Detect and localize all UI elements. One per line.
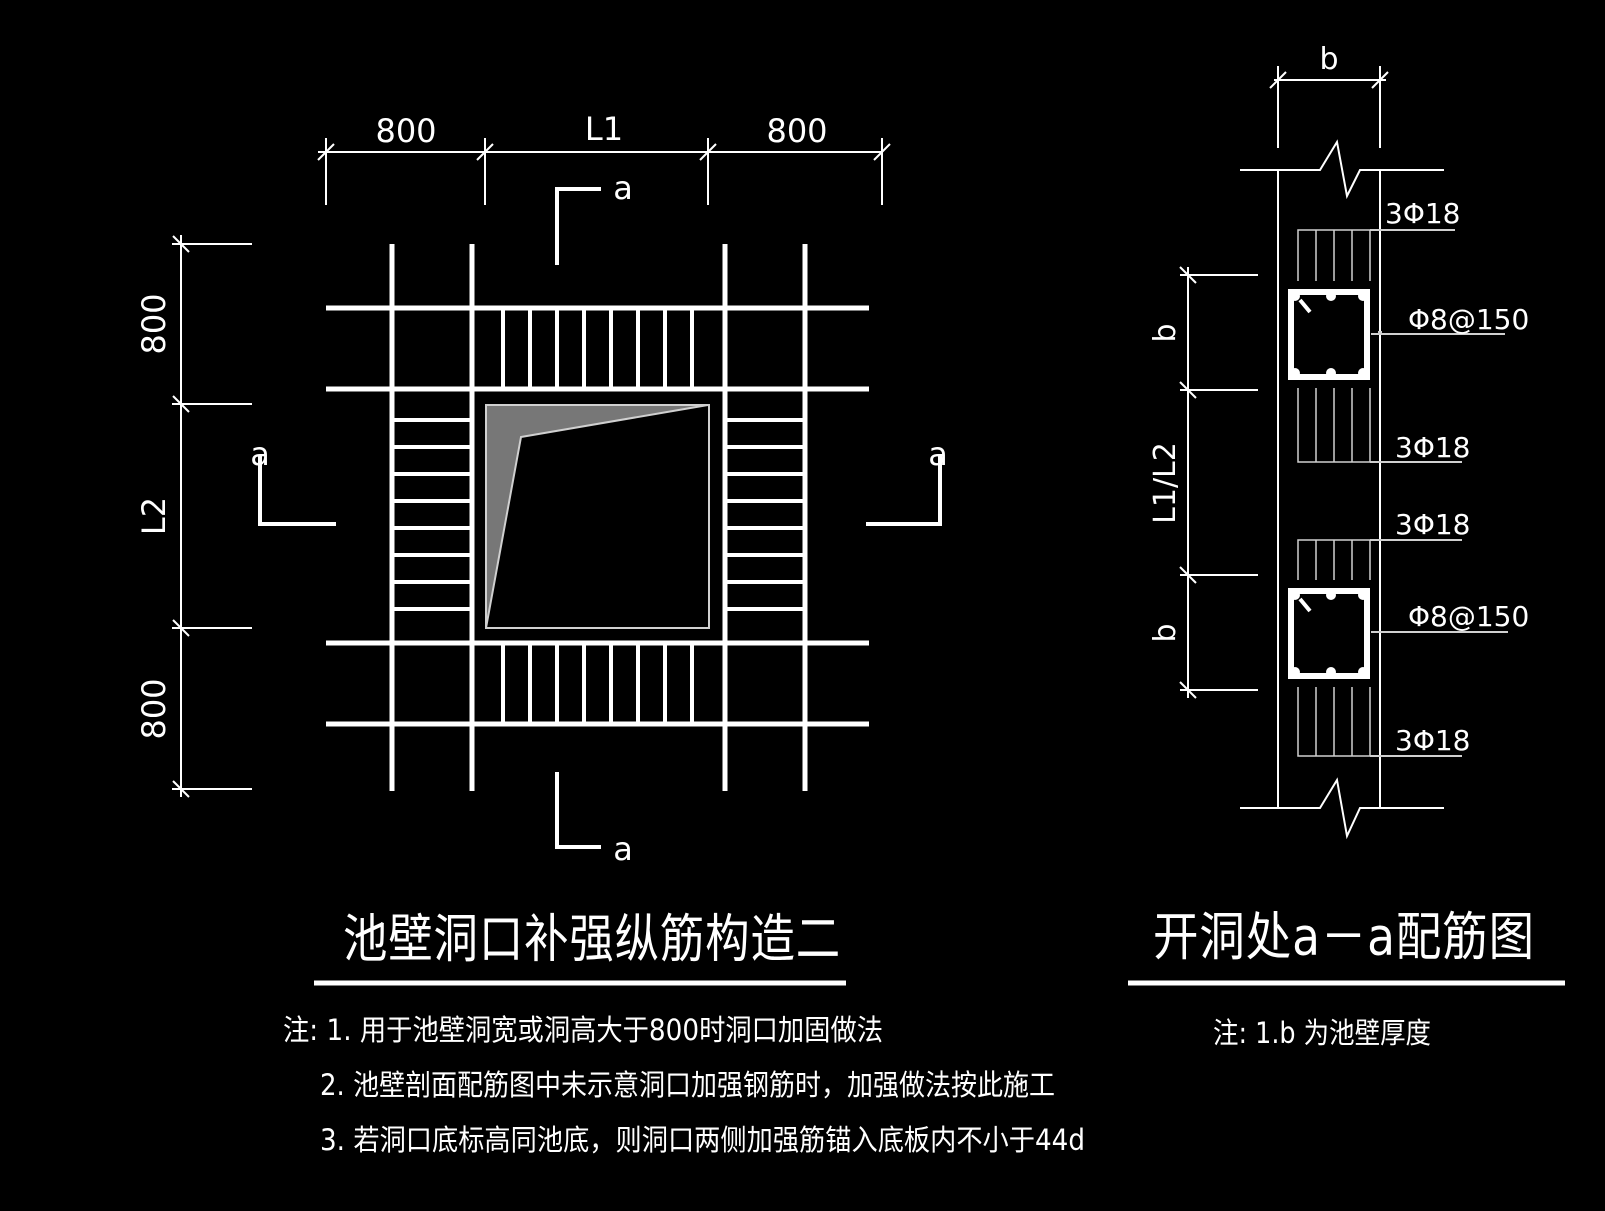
section-mark-bottom: a [613, 830, 633, 868]
rebar-label-2: 3Φ18 [1395, 431, 1470, 464]
right-ties [725, 418, 805, 611]
plan-dim-top-middle: L1 [585, 110, 623, 148]
plan-dim-top-left: 800 [375, 112, 436, 150]
plan-dim-left-bottom: 800 [135, 678, 173, 739]
plan-left-dimension [172, 235, 252, 798]
section-left-dimension [1179, 266, 1258, 699]
section-cut-marks [258, 187, 942, 849]
top-ties [501, 308, 694, 389]
section-dim-left-top: b [1148, 323, 1183, 342]
vertical-rebars [389, 244, 808, 791]
lower-stirrup [1280, 580, 1378, 687]
upper-stirrup [1280, 281, 1378, 388]
left-ties [392, 418, 472, 611]
plan-dim-left-middle: L2 [135, 497, 173, 535]
plan-dim-left-top: 800 [135, 293, 173, 354]
opening-plan: 800 L1 800 800 L2 800 [135, 110, 1085, 1157]
wall-outline [1240, 139, 1444, 840]
rebar-label-3: 3Φ18 [1395, 508, 1470, 541]
section-title: 开洞处a－a配筋图 [1153, 908, 1535, 968]
section-dim-left-bottom: b [1148, 623, 1183, 642]
rebar-label-4: 3Φ18 [1395, 724, 1470, 757]
stirrup-label-1: Φ8@150 [1408, 303, 1529, 336]
bottom-ties [501, 643, 694, 724]
section-mark-right: a [928, 435, 948, 473]
section-a-a: b b L1/L2 b [1128, 42, 1565, 1050]
plan-note-3: 3. 若洞口底标高同池底，则洞口两侧加强筋锚入底板内不小于44d [320, 1123, 1085, 1157]
section-top-dimension [1269, 66, 1389, 148]
plan-note-1: 注: 1. 用于池壁洞宽或洞高大于800时洞口加固做法 [283, 1013, 883, 1047]
horizontal-rebars [326, 305, 869, 727]
plan-top-dimension [317, 138, 891, 205]
plan-title: 池壁洞口补强纵筋构造二 [343, 910, 841, 970]
plan-dim-top-right: 800 [766, 112, 827, 150]
section-note-1: 注: 1.b 为池壁厚度 [1213, 1016, 1431, 1050]
section-dim-top: b [1319, 42, 1338, 77]
label-leaders [1370, 229, 1508, 757]
plan-note-2: 2. 池壁剖面配筋图中未示意洞口加强钢筋时，加强做法按此施工 [320, 1068, 1055, 1102]
stirrup-label-2: Φ8@150 [1408, 600, 1529, 633]
section-mark-top: a [613, 169, 633, 207]
opening-door-symbol [485, 404, 709, 629]
rebar-label-1: 3Φ18 [1385, 197, 1460, 230]
section-mark-left: a [250, 435, 270, 473]
section-dim-left-middle: L1/L2 [1148, 442, 1183, 524]
